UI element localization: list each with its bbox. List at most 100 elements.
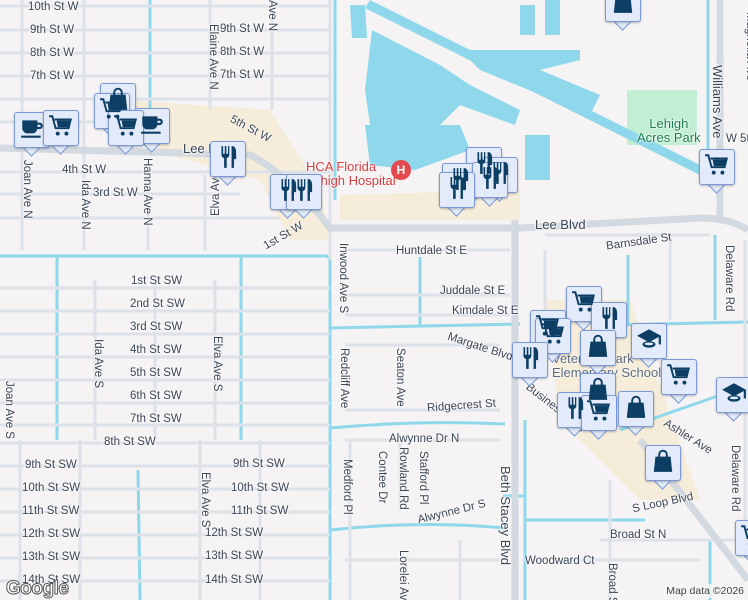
street-label: Beth Stacey Blvd bbox=[498, 466, 513, 565]
street-label: 7th St W bbox=[220, 69, 265, 81]
street-label: 9th St SW bbox=[233, 458, 285, 470]
street-label: Redcliff Ave bbox=[338, 348, 350, 409]
grocery-icon bbox=[666, 362, 692, 393]
street-label: 9th St W bbox=[30, 24, 75, 36]
grocery-icon bbox=[113, 113, 139, 144]
street-label: 11th St SW bbox=[22, 505, 80, 517]
map-marker-education[interactable] bbox=[716, 377, 748, 423]
street-label: Elva Ave S bbox=[211, 336, 223, 392]
street-label: W 5th bbox=[726, 133, 748, 145]
street-label: 2nd St SW bbox=[130, 298, 185, 310]
coffee-icon bbox=[19, 115, 45, 146]
street-label: 11th St SW bbox=[231, 505, 289, 517]
grocery-icon bbox=[704, 152, 730, 183]
grocery-icon bbox=[48, 113, 74, 144]
map-marker-shopping[interactable] bbox=[645, 445, 681, 491]
shopping-icon bbox=[623, 394, 649, 425]
street-label: 10th St SW bbox=[231, 482, 290, 494]
school-name-line2: Elementary School bbox=[552, 364, 662, 380]
shopping-icon bbox=[585, 376, 611, 407]
shopping-icon bbox=[650, 448, 676, 479]
marker-body bbox=[699, 149, 735, 185]
street-label: 12th St SW bbox=[22, 528, 81, 540]
marker-body bbox=[605, 0, 641, 22]
marker-body bbox=[735, 520, 748, 556]
marker-body bbox=[210, 141, 246, 177]
street-label: Elaine Ave N bbox=[207, 24, 219, 90]
map-marker-grocery[interactable] bbox=[735, 520, 748, 566]
marker-body bbox=[580, 330, 616, 366]
map-marker-grocery[interactable] bbox=[108, 110, 144, 156]
education-icon bbox=[721, 380, 747, 411]
marker-body bbox=[439, 172, 475, 208]
hospital-name-line2: Lehigh Hospital bbox=[306, 172, 396, 188]
street-label: Broad St N bbox=[610, 529, 667, 541]
grocery-icon bbox=[740, 523, 748, 554]
street-label: Ida Ave N bbox=[79, 180, 91, 230]
street-label: Medford Pl bbox=[341, 459, 353, 515]
grocery-icon bbox=[586, 398, 612, 429]
map-marker-shopping[interactable] bbox=[605, 0, 641, 32]
street-label: Ave N bbox=[266, 0, 278, 32]
restaurant-icon bbox=[444, 175, 470, 206]
street-label: 3rd St W bbox=[93, 187, 138, 199]
restaurant-icon bbox=[562, 395, 588, 426]
street-label: Delaware Rd bbox=[723, 245, 735, 312]
hospital-icon[interactable]: H bbox=[391, 160, 411, 180]
street-label: Stafford Pl bbox=[417, 451, 429, 505]
street-label: 4th St SW bbox=[130, 344, 182, 356]
park-name-line1: Lehigh bbox=[649, 116, 689, 131]
street-label: Ida Ave S bbox=[92, 339, 104, 389]
street-label: Broad St S bbox=[606, 563, 618, 600]
map-marker-shopping[interactable] bbox=[618, 391, 654, 437]
street-label: 10th St SW bbox=[22, 482, 81, 494]
map-marker-grocery[interactable] bbox=[661, 359, 697, 405]
restaurant-icon bbox=[477, 165, 503, 196]
street-label: Williams Ave bbox=[710, 65, 725, 139]
map-attribution[interactable]: Map data ©2026 bbox=[662, 584, 748, 598]
street-label: 4th St W bbox=[62, 164, 107, 176]
street-label: Kimdale St E bbox=[452, 305, 519, 317]
map-marker-grocery[interactable] bbox=[581, 395, 617, 441]
map-marker-education[interactable] bbox=[631, 323, 667, 369]
street-label: Elva Ave S bbox=[199, 472, 211, 528]
street-label: 12th St SW bbox=[205, 527, 264, 539]
street-label: Joan Ave N bbox=[21, 160, 33, 219]
street-label: 5th St SW bbox=[130, 367, 182, 379]
marker-body bbox=[618, 391, 654, 427]
street-label: Delaware Rd bbox=[729, 445, 741, 512]
street-label: 7th St W bbox=[30, 70, 75, 82]
marker-body bbox=[43, 110, 79, 146]
restaurant-icon bbox=[215, 144, 241, 175]
map-marker-restaurant[interactable] bbox=[286, 174, 322, 220]
restaurant-icon bbox=[275, 177, 301, 208]
street-label: 3rd St SW bbox=[130, 321, 183, 333]
map-marker-grocery[interactable] bbox=[43, 110, 79, 156]
street-label: 14th St SW bbox=[22, 574, 81, 586]
map-marker-restaurant[interactable] bbox=[472, 162, 508, 208]
marker-body bbox=[631, 323, 667, 359]
google-logo[interactable]: Google bbox=[5, 578, 69, 600]
street-label: 14th St SW bbox=[205, 574, 264, 586]
street-label: Woodward Ct bbox=[525, 555, 595, 567]
restaurant-icon bbox=[471, 150, 497, 181]
street-label: Joan Ave S bbox=[3, 381, 15, 439]
marker-body bbox=[512, 342, 548, 378]
map-marker-restaurant[interactable] bbox=[512, 342, 548, 388]
street-label: 13th St SW bbox=[22, 551, 81, 563]
education-icon bbox=[636, 326, 662, 357]
marker-body bbox=[645, 445, 681, 481]
grocery-icon bbox=[540, 321, 566, 352]
map-marker-coffee[interactable] bbox=[134, 108, 170, 154]
park-name-line2: Acres Park bbox=[637, 129, 701, 145]
map-marker-restaurant[interactable] bbox=[210, 141, 246, 187]
grocery-icon bbox=[571, 289, 597, 320]
map-marker-shopping[interactable] bbox=[580, 330, 616, 376]
marker-body bbox=[661, 359, 697, 395]
map-marker-grocery[interactable] bbox=[699, 149, 735, 195]
street-label: 8th St SW bbox=[104, 436, 156, 448]
map-marker-restaurant[interactable] bbox=[439, 172, 475, 218]
